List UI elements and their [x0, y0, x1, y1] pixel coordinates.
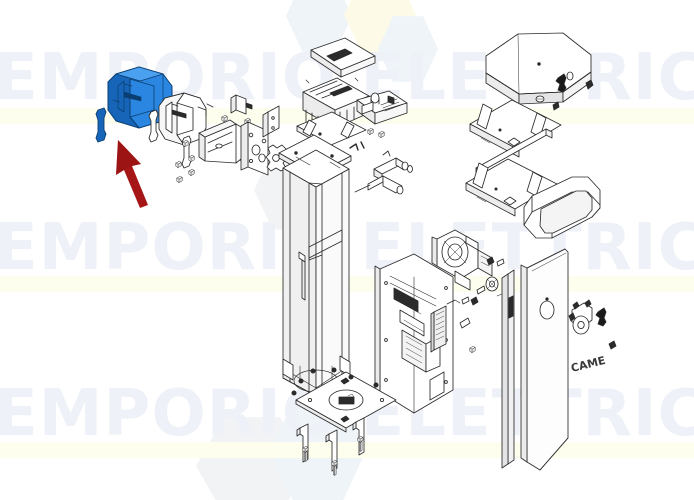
part-control-box-lid: [305, 37, 376, 84]
part-misc-small-hardware: [461, 256, 505, 354]
part-anchor-brackets: [296, 417, 365, 472]
came-logo-text: CAME: [570, 354, 607, 375]
part-base-plate-dots: [291, 367, 379, 396]
part-white-cover-twin: [158, 92, 207, 146]
part-door-panel: [520, 248, 569, 471]
red-arrow: [116, 140, 148, 208]
part-door-lock-cylinder: [568, 299, 607, 335]
part-frame-ring: [523, 176, 601, 239]
part-motor-gearbox-assembly: [431, 229, 499, 329]
part-inverter-plate-pcb: [374, 253, 454, 414]
part-main-column-frame: [278, 134, 352, 397]
part-housing-clip: [535, 73, 567, 111]
part-lock-rod-assembly: [298, 141, 413, 301]
part-hinge-plate: [262, 105, 280, 138]
part-heatsink-fin: [430, 305, 447, 353]
came-logo-badge: CAME: [570, 340, 617, 375]
part-door-edge-strip: [496, 269, 515, 469]
part-top-housing-cover: [485, 32, 594, 105]
part-mounting-bracket-assembly: [197, 94, 269, 176]
part-cover-clip-left: [95, 107, 107, 143]
part-control-board-pcb: [356, 90, 408, 139]
part-cover-clip-extra: [148, 109, 159, 143]
part-base-plate: [295, 371, 397, 433]
